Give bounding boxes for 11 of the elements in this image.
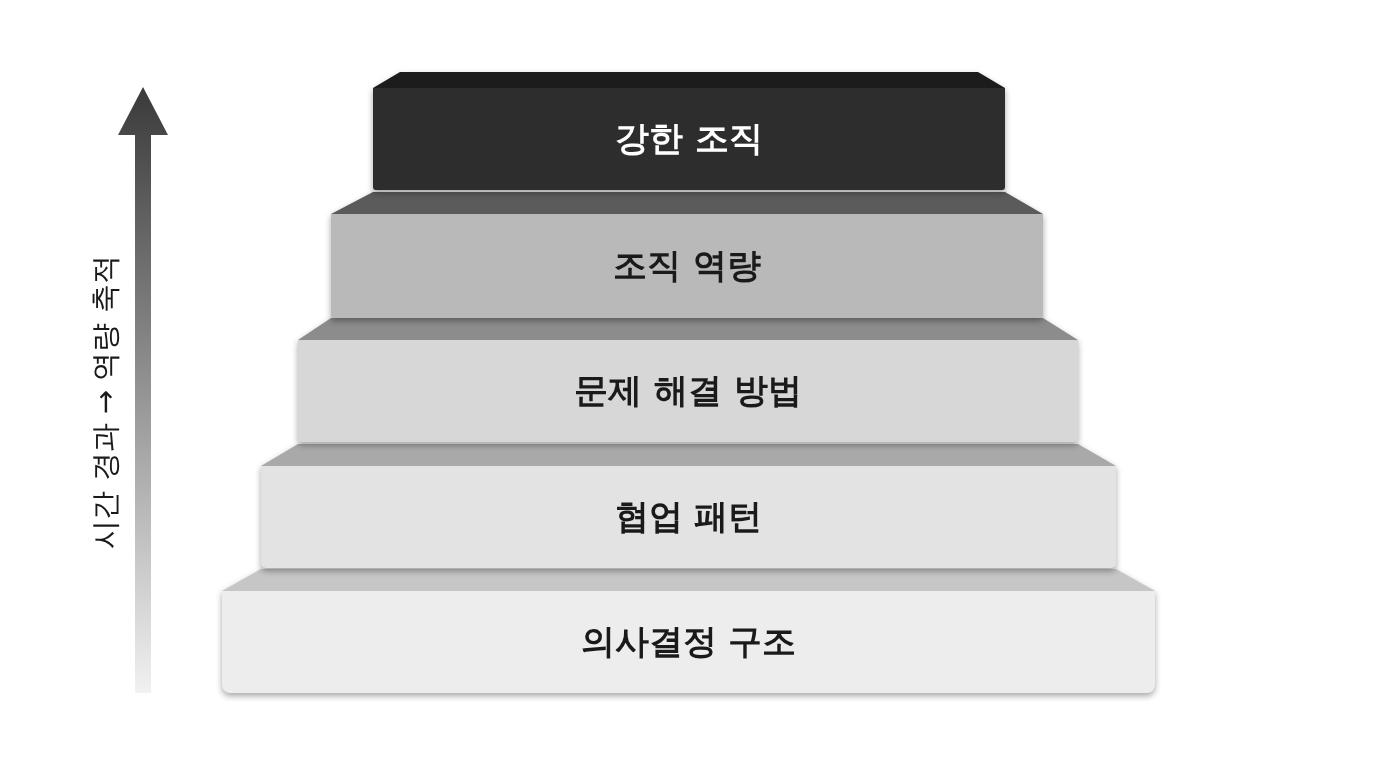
step-label: 문제 해결 방법 xyxy=(574,371,802,411)
arrow-label: 시간 경과 → 역량 축적 xyxy=(90,255,122,549)
step-label: 조직 역량 xyxy=(613,246,761,286)
step-block xyxy=(373,72,1005,190)
step-label: 강한 조직 xyxy=(615,119,763,159)
step-block xyxy=(331,192,1043,318)
step-label: 의사결정 구조 xyxy=(580,622,797,662)
step-block xyxy=(298,318,1078,442)
step-block xyxy=(261,444,1116,568)
step-block xyxy=(222,569,1155,693)
step-label: 협업 패턴 xyxy=(614,497,763,537)
